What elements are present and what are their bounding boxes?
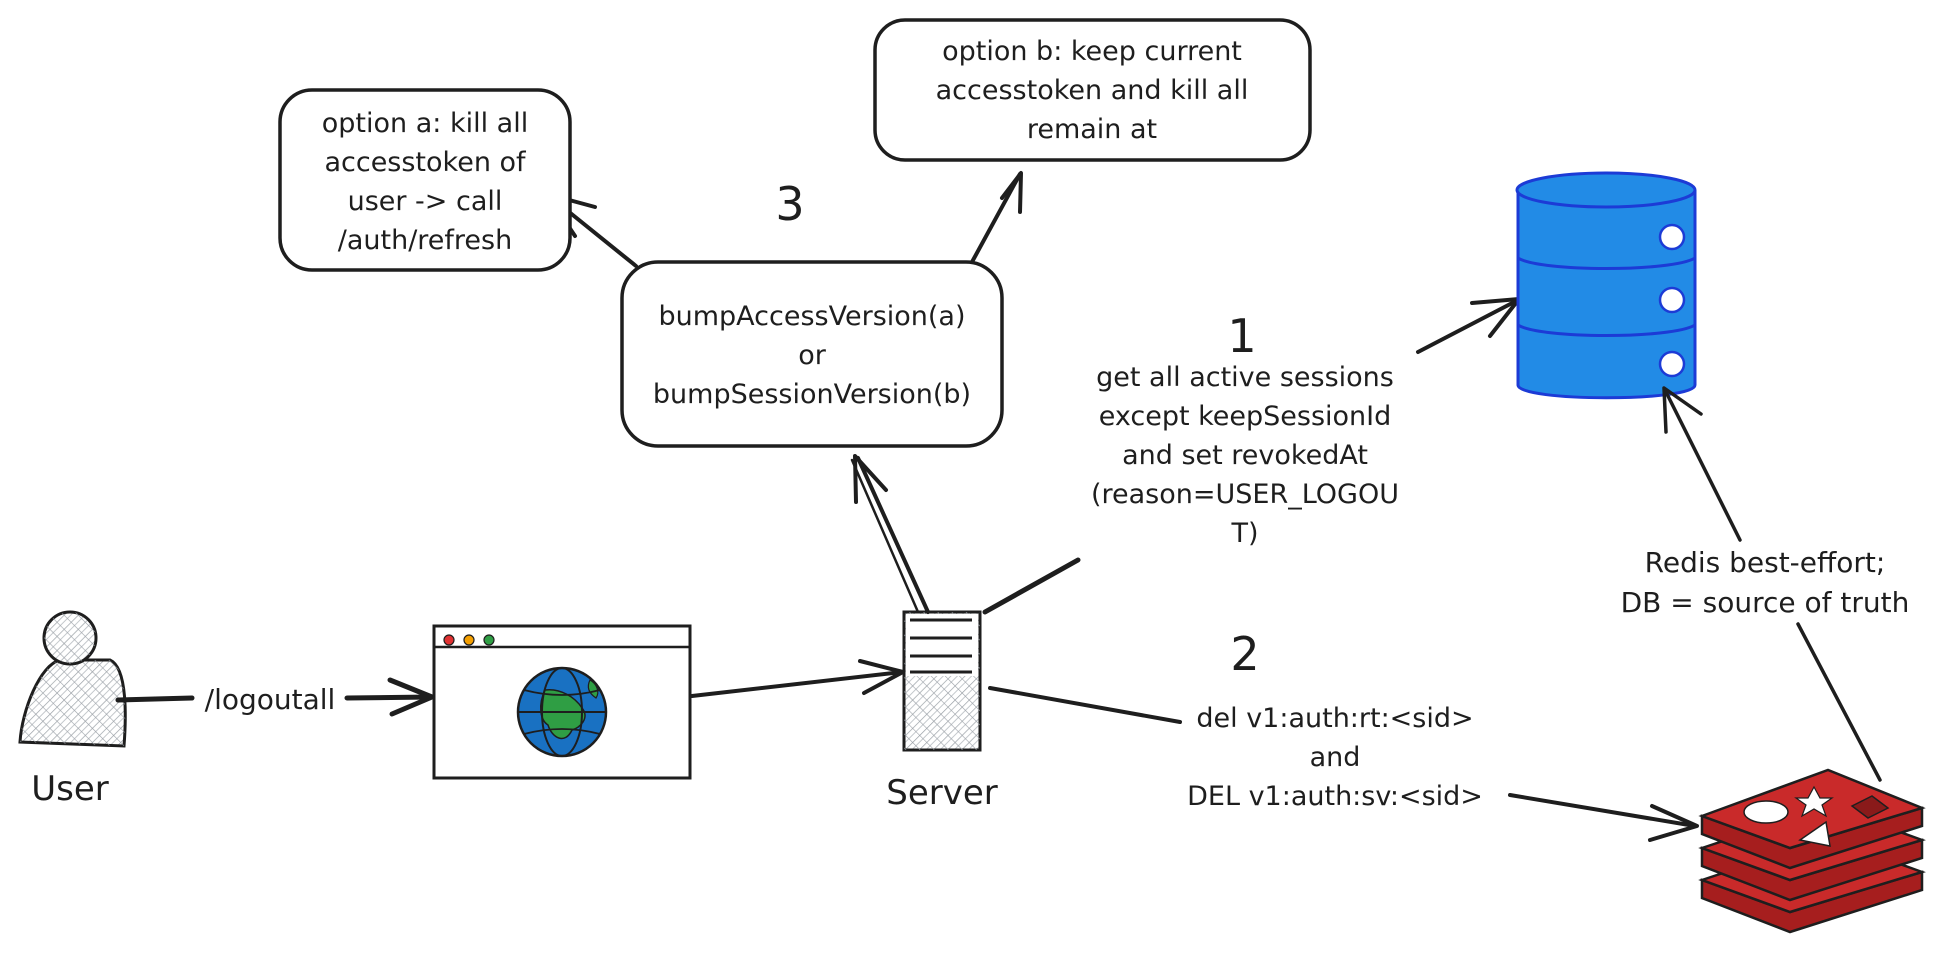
step-3-number: 3 xyxy=(775,177,804,231)
bump-version-box: bumpAccessVersion(a) or bumpSessionVersi… xyxy=(620,260,1004,448)
option-a-line-4: /auth/refresh xyxy=(338,225,512,256)
option-a-box: option a: kill all accesstoken of user -… xyxy=(278,88,572,272)
redis-icon xyxy=(1698,768,1926,934)
redis-node xyxy=(1698,768,1926,934)
globe-icon xyxy=(516,666,608,758)
edge-server-to-redis xyxy=(988,686,1699,842)
window-dot-red xyxy=(443,634,455,646)
step-1-line-3: and set revokedAt xyxy=(1122,440,1368,471)
option-b-line-2: accesstoken and kill all xyxy=(936,75,1249,106)
edge-redis-to-db: Redis best-effort; DB = source of truth xyxy=(1621,386,1910,782)
step-1-line-5: T) xyxy=(1230,518,1258,549)
step-2-annotation: 2 del v1:auth:rt:<sid> and DEL v1:auth:s… xyxy=(1187,627,1483,812)
step-1-number: 1 xyxy=(1227,309,1256,363)
database-node xyxy=(1515,171,1697,400)
edge-server-to-bump xyxy=(850,454,930,614)
step-2-line-1: del v1:auth:rt:<sid> xyxy=(1196,703,1473,734)
step-2-line-2: and xyxy=(1310,742,1361,773)
server-label: Server xyxy=(886,773,998,813)
option-b-line-3: remain at xyxy=(1027,114,1157,145)
redis-db-line-2: DB = source of truth xyxy=(1621,586,1910,619)
user-node: User xyxy=(18,610,127,809)
browser-node xyxy=(432,624,692,780)
database-icon xyxy=(1515,171,1697,400)
step-1-line-4: (reason=USER_LOGOU xyxy=(1091,479,1399,510)
step-1-annotation: 1 get all active sessions except keepSes… xyxy=(1091,309,1399,549)
step-2-number: 2 xyxy=(1230,627,1259,681)
bump-line-3: bumpSessionVersion(b) xyxy=(653,379,971,410)
redis-db-line-1: Redis best-effort; xyxy=(1645,546,1886,579)
step-1-line-2: except keepSessionId xyxy=(1099,401,1392,432)
option-a-line-2: accesstoken of xyxy=(324,147,527,178)
bump-line-2: or xyxy=(798,340,827,371)
user-icon xyxy=(18,610,127,748)
option-a-line-1: option a: kill all xyxy=(322,108,528,139)
window-dot-yellow xyxy=(463,634,475,646)
edge-browser-to-server xyxy=(690,659,905,698)
server-node: Server xyxy=(886,610,998,813)
option-a-line-3: user -> call xyxy=(348,186,503,217)
window-dot-green xyxy=(483,634,495,646)
step-1-line-1: get all active sessions xyxy=(1096,362,1394,393)
logoutall-label: /logoutall xyxy=(205,683,336,716)
option-b-line-1: option b: keep current xyxy=(942,36,1242,67)
user-label: User xyxy=(31,769,109,809)
server-icon xyxy=(902,610,982,752)
step-2-line-3: DEL v1:auth:sv:<sid> xyxy=(1187,781,1483,812)
bump-line-1: bumpAccessVersion(a) xyxy=(658,301,965,332)
edge-user-to-browser: /logoutall xyxy=(115,677,435,717)
edge-bump-to-option-b xyxy=(970,171,1023,264)
option-b-box: option b: keep current accesstoken and k… xyxy=(873,18,1312,162)
